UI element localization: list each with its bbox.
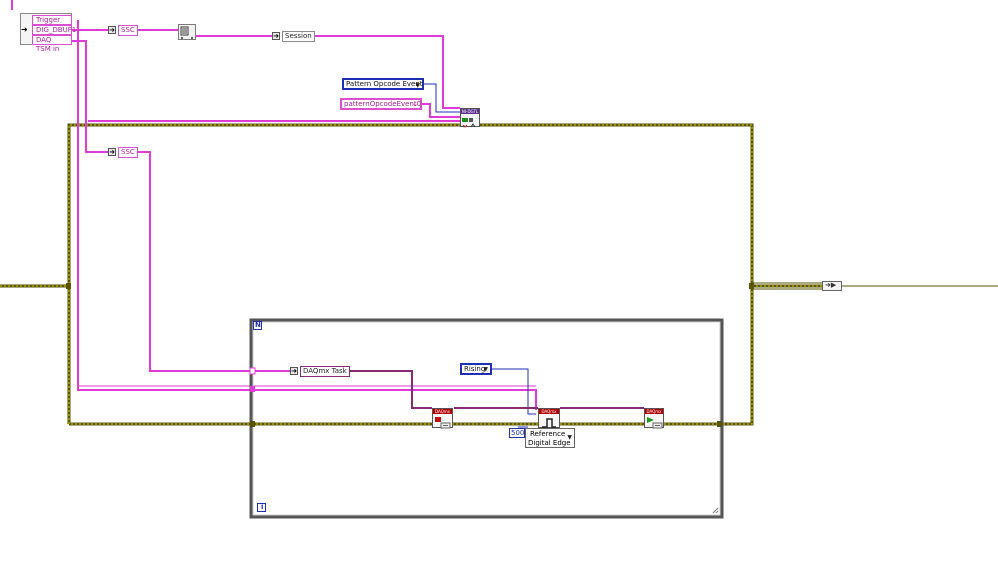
samples-constant[interactable]: 500	[509, 428, 525, 438]
pattern-opcode-event0-label: patternOpcodeEvent0	[344, 100, 422, 108]
pattern-opcode-event-enum[interactable]: Pattern Opcode Event ▼	[342, 78, 424, 90]
session-label: Session	[282, 31, 315, 42]
tunnel-error-out	[717, 421, 722, 427]
rising-enum[interactable]: Rising ▼	[460, 363, 492, 375]
trigger-type-line2: Digital Edge	[528, 439, 571, 447]
daqmx-start-vi[interactable]: DAQmx	[644, 408, 664, 429]
tunnel-error-in	[250, 421, 255, 427]
rising-label: Rising	[464, 365, 486, 373]
loop-resize-handle[interactable]	[712, 507, 719, 514]
error-wire-right-out[interactable]	[752, 282, 998, 290]
arrow-right-icon: ➜	[290, 367, 298, 375]
tunnel-ssc	[249, 367, 256, 375]
vi-banner: DAQmx	[433, 409, 452, 414]
session-node[interactable]: ➜ Session	[272, 31, 315, 42]
daqmx-trigger-vi[interactable]: DAQmx	[538, 408, 560, 428]
daqmx-task-label: DAQmx Task	[300, 366, 350, 377]
merge-icon: ➜▶	[825, 281, 837, 289]
for-loop[interactable]	[249, 318, 724, 519]
dropdown-arrow-icon[interactable]: ⌄	[412, 100, 418, 108]
dropdown-arrow-icon[interactable]: ▼	[483, 366, 488, 373]
arrow-right-icon: ➜	[272, 32, 280, 40]
tunnel-case-error-in	[66, 283, 71, 289]
samples-value: 500	[511, 429, 525, 437]
ssc-node-top[interactable]: ➜ SSC	[108, 25, 138, 36]
unbundle-field-daq-tsm-in[interactable]: DAQ TSM in	[32, 35, 72, 53]
daqmx-stop-icon	[435, 417, 451, 429]
merge-node[interactable]: ➜▶	[822, 281, 842, 291]
pattern-opcode-event-label: Pattern Opcode Event	[346, 80, 423, 88]
trigger-type-line1: Reference	[530, 430, 566, 438]
dropdown-arrow-icon[interactable]: ▼	[415, 82, 420, 89]
loop-count-terminal[interactable]: N	[253, 321, 262, 330]
loop-count-label: N	[255, 321, 261, 329]
for-loop-inner-border	[252, 321, 721, 516]
tunnel-dbuf	[250, 386, 255, 392]
pattern-opcode-event0-constant[interactable]: patternOpcodeEvent0 ⌄	[340, 98, 422, 110]
arrow-right-icon: ➜	[108, 148, 116, 156]
unbundle-field-trigger-line[interactable]: Trigger Line	[32, 15, 72, 33]
tunnel-case-error-out	[749, 283, 754, 289]
ssc-node-mid[interactable]: ➜ SSC	[108, 147, 138, 158]
error-wire-loop-perimeter[interactable]	[67, 123, 754, 426]
daqmx-trigger-icon	[542, 418, 556, 428]
vi-banner: NI-DGTL	[461, 109, 479, 114]
enum-wires[interactable]	[424, 83, 536, 428]
refnum-wires[interactable]	[11, 0, 537, 410]
ssc-label: SSC	[118, 25, 138, 36]
dropdown-arrow-icon[interactable]: ▼	[567, 434, 572, 441]
ssc-label: SSC	[118, 147, 138, 158]
daqmx-task-wires[interactable]	[348, 370, 644, 409]
vi-banner: DAQmx	[539, 409, 559, 414]
unbundle-input-arrow: ➜	[21, 25, 28, 34]
digital-pattern-icon	[462, 118, 476, 128]
unbundle-by-name[interactable]: ➜ Trigger Line DIG_DBUF1 DAQ TSM in	[20, 13, 76, 53]
vi-banner: DAQmx	[645, 409, 663, 414]
digital-pattern-vi[interactable]: NI-DGTL	[460, 108, 480, 128]
daqmx-task-node[interactable]: ➜ DAQmx Task	[290, 366, 350, 377]
array-node[interactable]	[178, 24, 196, 40]
trigger-type-selector[interactable]: Reference Digital Edge ▼	[525, 428, 575, 448]
arrow-right-icon: ➜	[108, 26, 116, 34]
daqmx-start-icon	[647, 417, 663, 429]
loop-iteration-label: i	[261, 503, 264, 511]
daqmx-stop-vi[interactable]: DAQmx	[432, 408, 453, 429]
array-index-icon	[180, 26, 193, 39]
loop-iteration-terminal[interactable]: i	[257, 503, 266, 512]
unbundle-field-dig-dbuf1[interactable]: DIG_DBUF1	[32, 25, 76, 35]
